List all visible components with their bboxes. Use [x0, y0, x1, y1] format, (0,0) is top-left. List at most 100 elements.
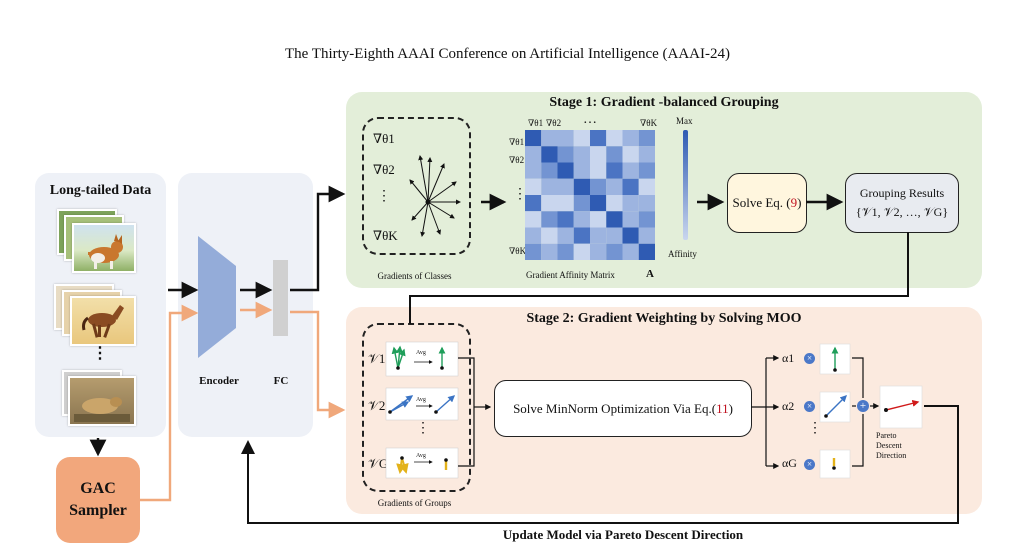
fc-label: FC — [273, 375, 289, 387]
matrix-cell — [557, 243, 574, 260]
matrix-row-label-2: ∇θ2 — [509, 155, 525, 165]
matrix-cell — [590, 146, 607, 163]
matrix-cell — [557, 178, 574, 195]
matrix-cell — [525, 162, 542, 179]
matrix-row-ellipsis: ⋮ — [513, 187, 527, 202]
matrix-cell — [590, 211, 607, 228]
affinity-colorbar — [683, 130, 688, 240]
group-label-2: 𝒱2 — [368, 398, 386, 413]
matrix-cell — [541, 146, 558, 163]
group-label-g: 𝒱G — [368, 456, 389, 471]
stage1-title: Stage 1: Gradient -balanced Grouping — [549, 95, 779, 110]
dog-photo — [72, 223, 136, 273]
matrix-cell — [622, 146, 639, 163]
matrix-cell — [573, 146, 590, 163]
data-ellipsis: ⋮ — [92, 345, 108, 362]
minnorm-prefix: Solve MinNorm Optimization Via Eq.( — [513, 400, 717, 416]
encoder-label: Encoder — [199, 375, 239, 387]
alpha-2: α2 — [782, 399, 795, 413]
fc-layer — [273, 260, 288, 336]
matrix-cell — [525, 195, 542, 212]
matrix-cell — [590, 227, 607, 244]
minnorm-suffix: ) — [728, 400, 733, 416]
class-gradients-caption: Gradients of Classes — [377, 271, 452, 281]
times-icon-1: × — [804, 353, 815, 364]
matrix-cell — [557, 130, 574, 147]
matrix-cell — [525, 243, 542, 260]
conference-header: The Thirty-Eighth AAAI Conference on Art… — [285, 46, 730, 62]
grad-class-k: ∇θK — [373, 228, 398, 243]
matrix-cell — [541, 211, 558, 228]
matrix-cell — [557, 195, 574, 212]
horse-photo — [70, 296, 136, 346]
grad-class-2: ∇θ2 — [373, 162, 395, 177]
matrix-cell — [590, 162, 607, 179]
matrix-cell — [573, 178, 590, 195]
matrix-cell — [590, 130, 607, 147]
avg-label-g: Avg — [416, 453, 426, 459]
matrix-cell — [606, 243, 623, 260]
affinity-matrix — [525, 130, 655, 260]
pareto-direction-label: Pareto Descent Direction — [876, 431, 932, 461]
minnorm-solve-box: Solve MinNorm Optimization Via Eq.(11) — [494, 380, 752, 437]
matrix-cell — [573, 130, 590, 147]
matrix-cell — [606, 178, 623, 195]
matrix-cell — [541, 130, 558, 147]
matrix-cell — [541, 178, 558, 195]
pareto-line1: Pareto — [876, 431, 897, 440]
matrix-cell — [622, 243, 639, 260]
solve-eq9-suffix: ) — [797, 195, 802, 210]
matrix-cell — [622, 227, 639, 244]
matrix-col-ellipsis: … — [583, 112, 597, 127]
pareto-line2: Descent — [876, 441, 902, 450]
pareto-line3: Direction — [876, 451, 907, 460]
animal-photo — [68, 376, 136, 426]
matrix-cell — [638, 243, 655, 260]
matrix-cell — [638, 130, 655, 147]
matrix-cell — [638, 211, 655, 228]
group-gradient-rows — [385, 341, 459, 479]
matrix-col-label-1: ∇θ1 — [528, 118, 544, 128]
eq9-ref: 9 — [790, 195, 798, 210]
grouping-results-box: Grouping Results {𝒱1, 𝒱2, …, 𝒱G} — [845, 173, 959, 233]
matrix-cell — [573, 227, 590, 244]
matrix-cell — [525, 146, 542, 163]
avg-label-2: Avg — [416, 397, 426, 403]
matrix-cell — [573, 195, 590, 212]
solve-eq9-box: Solve Eq. (9) — [727, 173, 807, 233]
matrix-cell — [638, 162, 655, 179]
matrix-caption: Gradient Affinity Matrix — [526, 270, 615, 280]
matrix-cell — [622, 195, 639, 212]
matrix-symbol: A — [646, 268, 654, 280]
matrix-cell — [590, 178, 607, 195]
matrix-cell — [557, 146, 574, 163]
matrix-cell — [638, 227, 655, 244]
matrix-col-label-k: ∇θK — [640, 118, 658, 128]
times-icon-2: × — [804, 401, 815, 412]
matrix-cell — [557, 162, 574, 179]
grouping-results-title: Grouping Results — [859, 186, 945, 200]
eq11-ref: 11 — [716, 400, 729, 416]
matrix-cell — [541, 243, 558, 260]
update-model-label: Update Model via Pareto Descent Directio… — [502, 527, 744, 542]
matrix-cell — [622, 178, 639, 195]
matrix-cell — [606, 162, 623, 179]
avg-label-1: Avg — [416, 350, 426, 356]
grouping-results-set: {𝒱1, 𝒱2, …, 𝒱G} — [855, 205, 949, 219]
weighted-gradient-boxes — [819, 343, 923, 479]
matrix-cell — [606, 211, 623, 228]
times-icon-g: × — [804, 459, 815, 470]
matrix-cell — [573, 162, 590, 179]
sampler-label-line1: GAC — [80, 480, 116, 497]
group-label-ellipsis: ⋮ — [416, 421, 430, 436]
matrix-cell — [606, 130, 623, 147]
long-tailed-data-title: Long-tailed Data — [49, 183, 152, 198]
grad-class-ellipsis: ⋮ — [377, 189, 391, 204]
group-label-1: 𝒱1 — [368, 351, 386, 366]
matrix-cell — [573, 211, 590, 228]
matrix-cell — [590, 195, 607, 212]
plus-icon: + — [857, 400, 869, 412]
grad-class-1: ∇θ1 — [373, 131, 395, 146]
matrix-cell — [606, 195, 623, 212]
class-gradient-vectors — [409, 155, 461, 237]
